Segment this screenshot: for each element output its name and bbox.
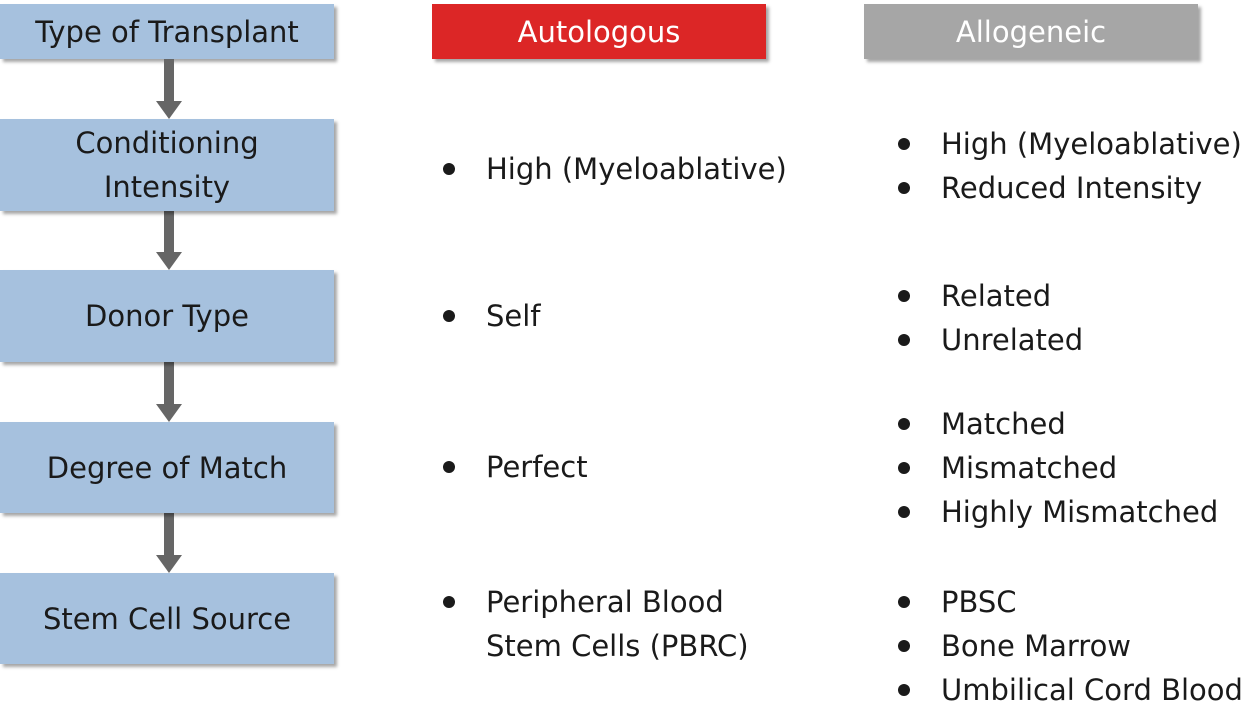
step-label-line: Stem Cell Source bbox=[42, 601, 292, 636]
autologous-header: Autologous bbox=[432, 4, 766, 59]
item-text: Bone Marrow bbox=[941, 629, 1132, 663]
list-item: Self bbox=[436, 294, 541, 338]
bullet-icon bbox=[898, 290, 910, 302]
item-text: High (Myeloablative) bbox=[941, 127, 1242, 161]
list-item: Related bbox=[891, 274, 1083, 318]
item-text: Self bbox=[486, 299, 541, 333]
list-item: High (Myeloablative) bbox=[436, 147, 787, 191]
down-arrow-icon bbox=[156, 211, 182, 270]
list-item: Peripheral Blood Stem Cells (PBRC) bbox=[436, 580, 749, 668]
item-text: Perfect bbox=[486, 450, 588, 484]
bullet-icon bbox=[898, 334, 910, 346]
step-label-line: Degree of Match bbox=[46, 450, 288, 485]
step-label-line: Conditioning bbox=[75, 126, 259, 160]
list-item: Bone Marrow bbox=[891, 624, 1243, 668]
step-box-donor-type: Donor Type bbox=[0, 270, 334, 362]
bullet-icon bbox=[443, 596, 455, 608]
bullet-icon bbox=[443, 461, 455, 473]
item-text: Matched bbox=[941, 407, 1066, 441]
allogeneic-donor-list: Related Unrelated bbox=[891, 274, 1083, 362]
autologous-source-list: Peripheral Blood Stem Cells (PBRC) bbox=[436, 580, 749, 668]
list-item: High (Myeloablative) bbox=[891, 122, 1242, 166]
bullet-icon bbox=[898, 182, 910, 194]
item-text: Umbilical Cord Blood bbox=[941, 673, 1243, 707]
down-arrow-icon bbox=[156, 59, 182, 119]
bullet-icon bbox=[443, 310, 455, 322]
item-text: Related bbox=[941, 279, 1052, 313]
allogeneic-label: Allogeneic bbox=[955, 14, 1107, 49]
autologous-match-list: Perfect bbox=[436, 445, 588, 489]
bullet-icon bbox=[898, 640, 910, 652]
list-item: Umbilical Cord Blood bbox=[891, 668, 1243, 712]
list-item: Reduced Intensity bbox=[891, 166, 1242, 210]
bullet-icon bbox=[898, 462, 910, 474]
list-item: Perfect bbox=[436, 445, 588, 489]
item-text: PBSC bbox=[941, 585, 1017, 619]
step-box-stem-cell-source: Stem Cell Source bbox=[0, 573, 334, 664]
bullet-icon bbox=[898, 418, 910, 430]
list-item: Highly Mismatched bbox=[891, 490, 1218, 534]
allogeneic-conditioning-list: High (Myeloablative) Reduced Intensity bbox=[891, 122, 1242, 210]
bullet-icon bbox=[443, 163, 455, 175]
bullet-icon bbox=[898, 138, 910, 150]
autologous-donor-list: Self bbox=[436, 294, 541, 338]
list-item: Mismatched bbox=[891, 446, 1218, 490]
item-text: Highly Mismatched bbox=[941, 495, 1219, 529]
item-text: High (Myeloablative) bbox=[486, 152, 787, 186]
bullet-icon bbox=[898, 596, 910, 608]
type-of-transplant-box: Type of Transplant bbox=[0, 4, 334, 59]
list-item: Matched bbox=[891, 402, 1218, 446]
allogeneic-match-list: Matched Mismatched Highly Mismatched bbox=[891, 402, 1218, 534]
bullet-icon bbox=[898, 684, 910, 696]
allogeneic-header: Allogeneic bbox=[864, 4, 1198, 59]
list-item: Unrelated bbox=[891, 318, 1083, 362]
autologous-conditioning-list: High (Myeloablative) bbox=[436, 147, 787, 191]
autologous-label: Autologous bbox=[517, 14, 681, 49]
type-of-transplant-label: Type of Transplant bbox=[35, 14, 299, 49]
step-box-degree-of-match: Degree of Match bbox=[0, 422, 334, 513]
bullet-icon bbox=[898, 506, 910, 518]
item-text: Unrelated bbox=[941, 323, 1084, 357]
step-label-line: Intensity bbox=[103, 170, 231, 204]
list-item: PBSC bbox=[891, 580, 1243, 624]
step-label-line: Donor Type bbox=[85, 299, 249, 333]
down-arrow-icon bbox=[156, 513, 182, 573]
item-text: Mismatched bbox=[941, 451, 1118, 485]
item-text: Peripheral Blood Stem Cells (PBRC) bbox=[486, 585, 749, 663]
down-arrow-icon bbox=[156, 362, 182, 422]
step-box-conditioning-intensity: Conditioning Intensity bbox=[0, 119, 334, 211]
item-text: Reduced Intensity bbox=[941, 171, 1203, 205]
allogeneic-source-list: PBSC Bone Marrow Umbilical Cord Blood bbox=[891, 580, 1243, 712]
